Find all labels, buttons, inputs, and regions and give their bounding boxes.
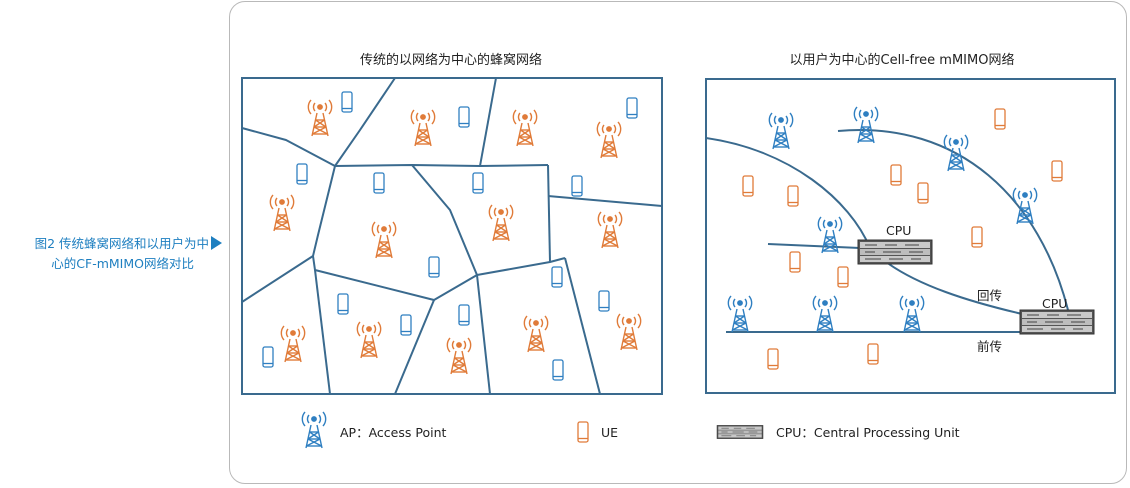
ue-phone-icon <box>742 175 754 197</box>
cpu-label-1: CPU <box>886 223 911 238</box>
legend-ue-label: UE <box>601 425 618 440</box>
ue-phone-icon <box>598 290 610 312</box>
ue-phone-icon <box>1051 160 1063 182</box>
ue-phone-icon <box>787 185 799 207</box>
figure-frame <box>229 1 1127 484</box>
ue-phone-icon <box>472 172 484 194</box>
ap-tower-icon <box>269 194 295 232</box>
ap-tower-icon <box>410 109 436 147</box>
ap-tower-icon <box>597 211 623 249</box>
legend-cpu-icon <box>716 425 764 439</box>
ue-phone-icon <box>867 343 879 365</box>
ue-phone-icon <box>917 182 929 204</box>
ap-tower-icon <box>280 325 306 363</box>
fronthaul-label: 前传 <box>977 339 1002 354</box>
ue-phone-icon <box>341 91 353 113</box>
left-panel-box <box>241 77 663 395</box>
cell-line-upper <box>767 243 861 249</box>
ap-tower-icon <box>446 337 472 375</box>
caption-line-1: 图2 传统蜂窝网络和以用户为中 <box>34 236 209 251</box>
ap-tower-icon <box>307 99 333 137</box>
legend-cpu-label: CPU：Central Processing Unit <box>776 425 960 440</box>
ue-phone-icon <box>789 251 801 273</box>
ap-tower-icon <box>727 295 753 333</box>
ap-tower-icon <box>768 112 794 150</box>
ap-tower-icon <box>616 313 642 351</box>
ue-phone-icon <box>971 226 983 248</box>
cell-boundaries <box>241 77 663 395</box>
ue-phone-icon <box>571 175 583 197</box>
ue-phone-icon <box>552 359 564 381</box>
ue-phone-icon <box>994 108 1006 130</box>
ue-phone-icon <box>458 304 470 326</box>
ue-phone-icon <box>428 256 440 278</box>
ue-phone-icon <box>373 172 385 194</box>
ue-phone-icon <box>767 348 779 370</box>
ap-tower-icon <box>899 295 925 333</box>
ue-phone-icon <box>837 266 849 288</box>
ue-phone-icon <box>262 346 274 368</box>
left-panel-title: 传统的以网络为中心的蜂窝网络 <box>360 52 542 68</box>
right-ue-group <box>742 108 1063 370</box>
legend-ap-icon <box>301 411 327 449</box>
left-ue-group <box>262 91 638 381</box>
ap-tower-icon <box>512 109 538 147</box>
caption-arrow-icon <box>211 236 222 250</box>
ue-phone-icon <box>890 164 902 186</box>
ap-tower-icon <box>853 106 879 144</box>
right-panel-box <box>705 78 1116 394</box>
cpu-label-2: CPU <box>1042 296 1067 311</box>
ue-phone-icon <box>400 314 412 336</box>
legend-ue-icon <box>577 421 589 443</box>
ap-tower-icon <box>371 221 397 259</box>
ue-phone-icon <box>458 106 470 128</box>
ap-tower-icon <box>1012 187 1038 225</box>
cpu-server-icon <box>1019 309 1095 335</box>
caption-line-2: 心的CF-mMIMO网络对比 <box>51 256 194 271</box>
right-panel-title: 以用户为中心的Cell-free mMIMO网络 <box>790 52 1015 68</box>
ap-tower-icon <box>488 204 514 242</box>
legend-ap-label: AP：Access Point <box>340 425 446 440</box>
ap-tower-icon <box>596 121 622 159</box>
figure-caption: 图2 传统蜂窝网络和以用户为中 心的CF-mMIMO网络对比 <box>0 234 224 274</box>
ue-phone-icon <box>551 266 563 288</box>
legend: AP：Access Point UE CPU：Central Processin… <box>301 411 960 449</box>
ue-phone-icon <box>296 163 308 185</box>
cpu-server-icon <box>857 239 933 265</box>
backhaul-arc-outer <box>837 129 1069 311</box>
ap-tower-icon <box>812 295 838 333</box>
ap-tower-icon <box>356 321 382 359</box>
ap-tower-icon <box>523 315 549 353</box>
backhaul-label: 回传 <box>977 288 1002 303</box>
ue-phone-icon <box>626 97 638 119</box>
ue-phone-icon <box>337 293 349 315</box>
